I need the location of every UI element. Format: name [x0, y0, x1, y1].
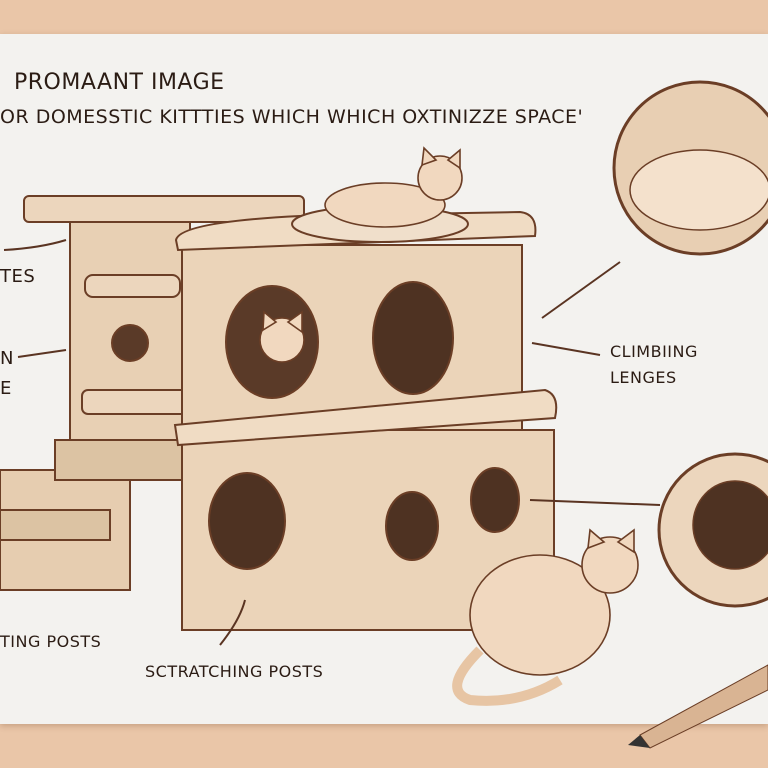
label-climbing-2: LENGES: [610, 368, 677, 387]
lower-hole-3: [470, 467, 520, 533]
title: PROMAANT IMAGE: [14, 70, 225, 95]
arrow-hole: [529, 499, 661, 506]
window-cat: [259, 317, 305, 363]
arrow-ledge: [541, 261, 621, 319]
upper-hole: [372, 281, 454, 395]
arrow-n: [17, 349, 67, 358]
pen-icon: [628, 664, 768, 749]
sitting-cat: [469, 554, 611, 676]
label-climbing-1: CLIMBIING: [610, 342, 698, 361]
top-shelf: [23, 195, 305, 223]
subtitle: OR DOMESSTIC KITTTIES WHICH WHICH OXTINI…: [0, 106, 584, 128]
label-scratching-posts: SCTRATCHING POSTS: [145, 662, 324, 681]
arrow-scratch: [219, 599, 246, 646]
label-left-posts: TING POSTS: [0, 632, 102, 651]
left-hole: [111, 324, 149, 362]
arrow-climbing: [531, 342, 601, 356]
top-cat: [324, 182, 446, 228]
label-tes: TES: [0, 266, 36, 287]
cat-tail: [452, 646, 563, 706]
label-e: E: [0, 378, 12, 399]
arrow-tes: [3, 239, 67, 251]
lower-hole-1: [208, 472, 286, 570]
label-n: N: [0, 348, 14, 369]
lower-hole-2: [385, 491, 439, 561]
